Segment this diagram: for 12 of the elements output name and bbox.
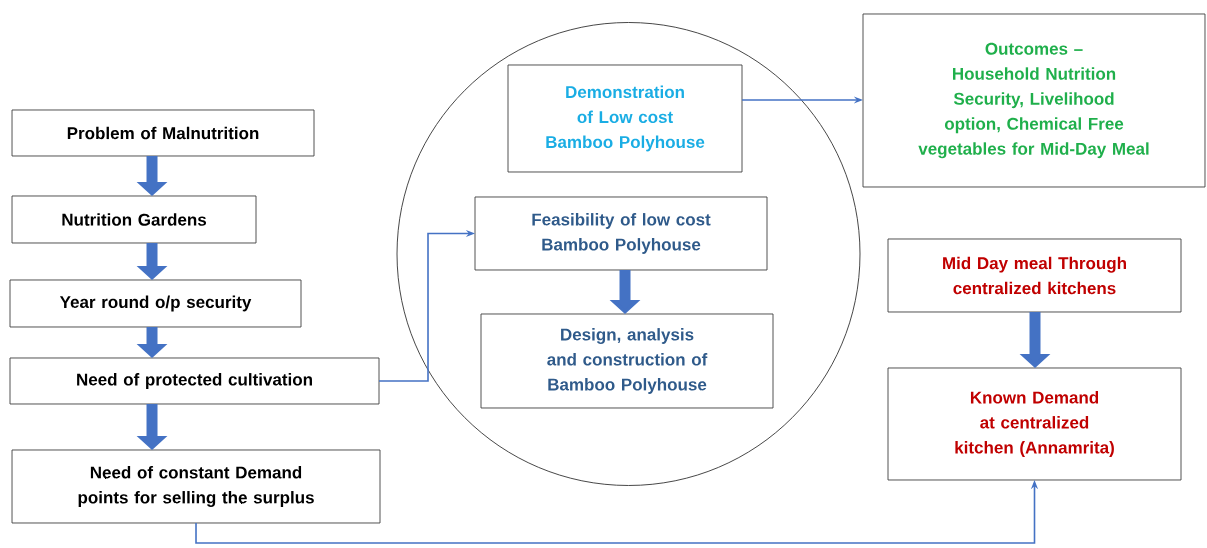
process-box: Feasibility of low cost Bamboo Polyhouse bbox=[474, 196, 768, 271]
process-box: Outcomes – Household Nutrition Security, Livelihood option, Chemical Free vegetables for Mid-Day Meal bbox=[862, 13, 1206, 188]
process-box: Demonstration of Low cost Bamboo Polyhouse bbox=[507, 64, 743, 173]
process-box: Known Demand at centralized kitchen (Annamrita) bbox=[887, 367, 1182, 481]
process-box: Nutrition Gardens bbox=[11, 195, 257, 244]
process-box: Year round o/p security bbox=[9, 279, 302, 328]
process-box: Need of constant Demand points for selling the surplus bbox=[11, 449, 381, 524]
process-box: Design, analysis and construction of Bamboo Polyhouse bbox=[480, 313, 774, 409]
circle-outline bbox=[396, 22, 861, 486]
process-box: Problem of Malnutrition bbox=[11, 109, 315, 157]
process-box: Need of protected cultivation bbox=[9, 357, 380, 405]
process-box: Mid Day meal Through centralized kitchens bbox=[887, 238, 1182, 313]
